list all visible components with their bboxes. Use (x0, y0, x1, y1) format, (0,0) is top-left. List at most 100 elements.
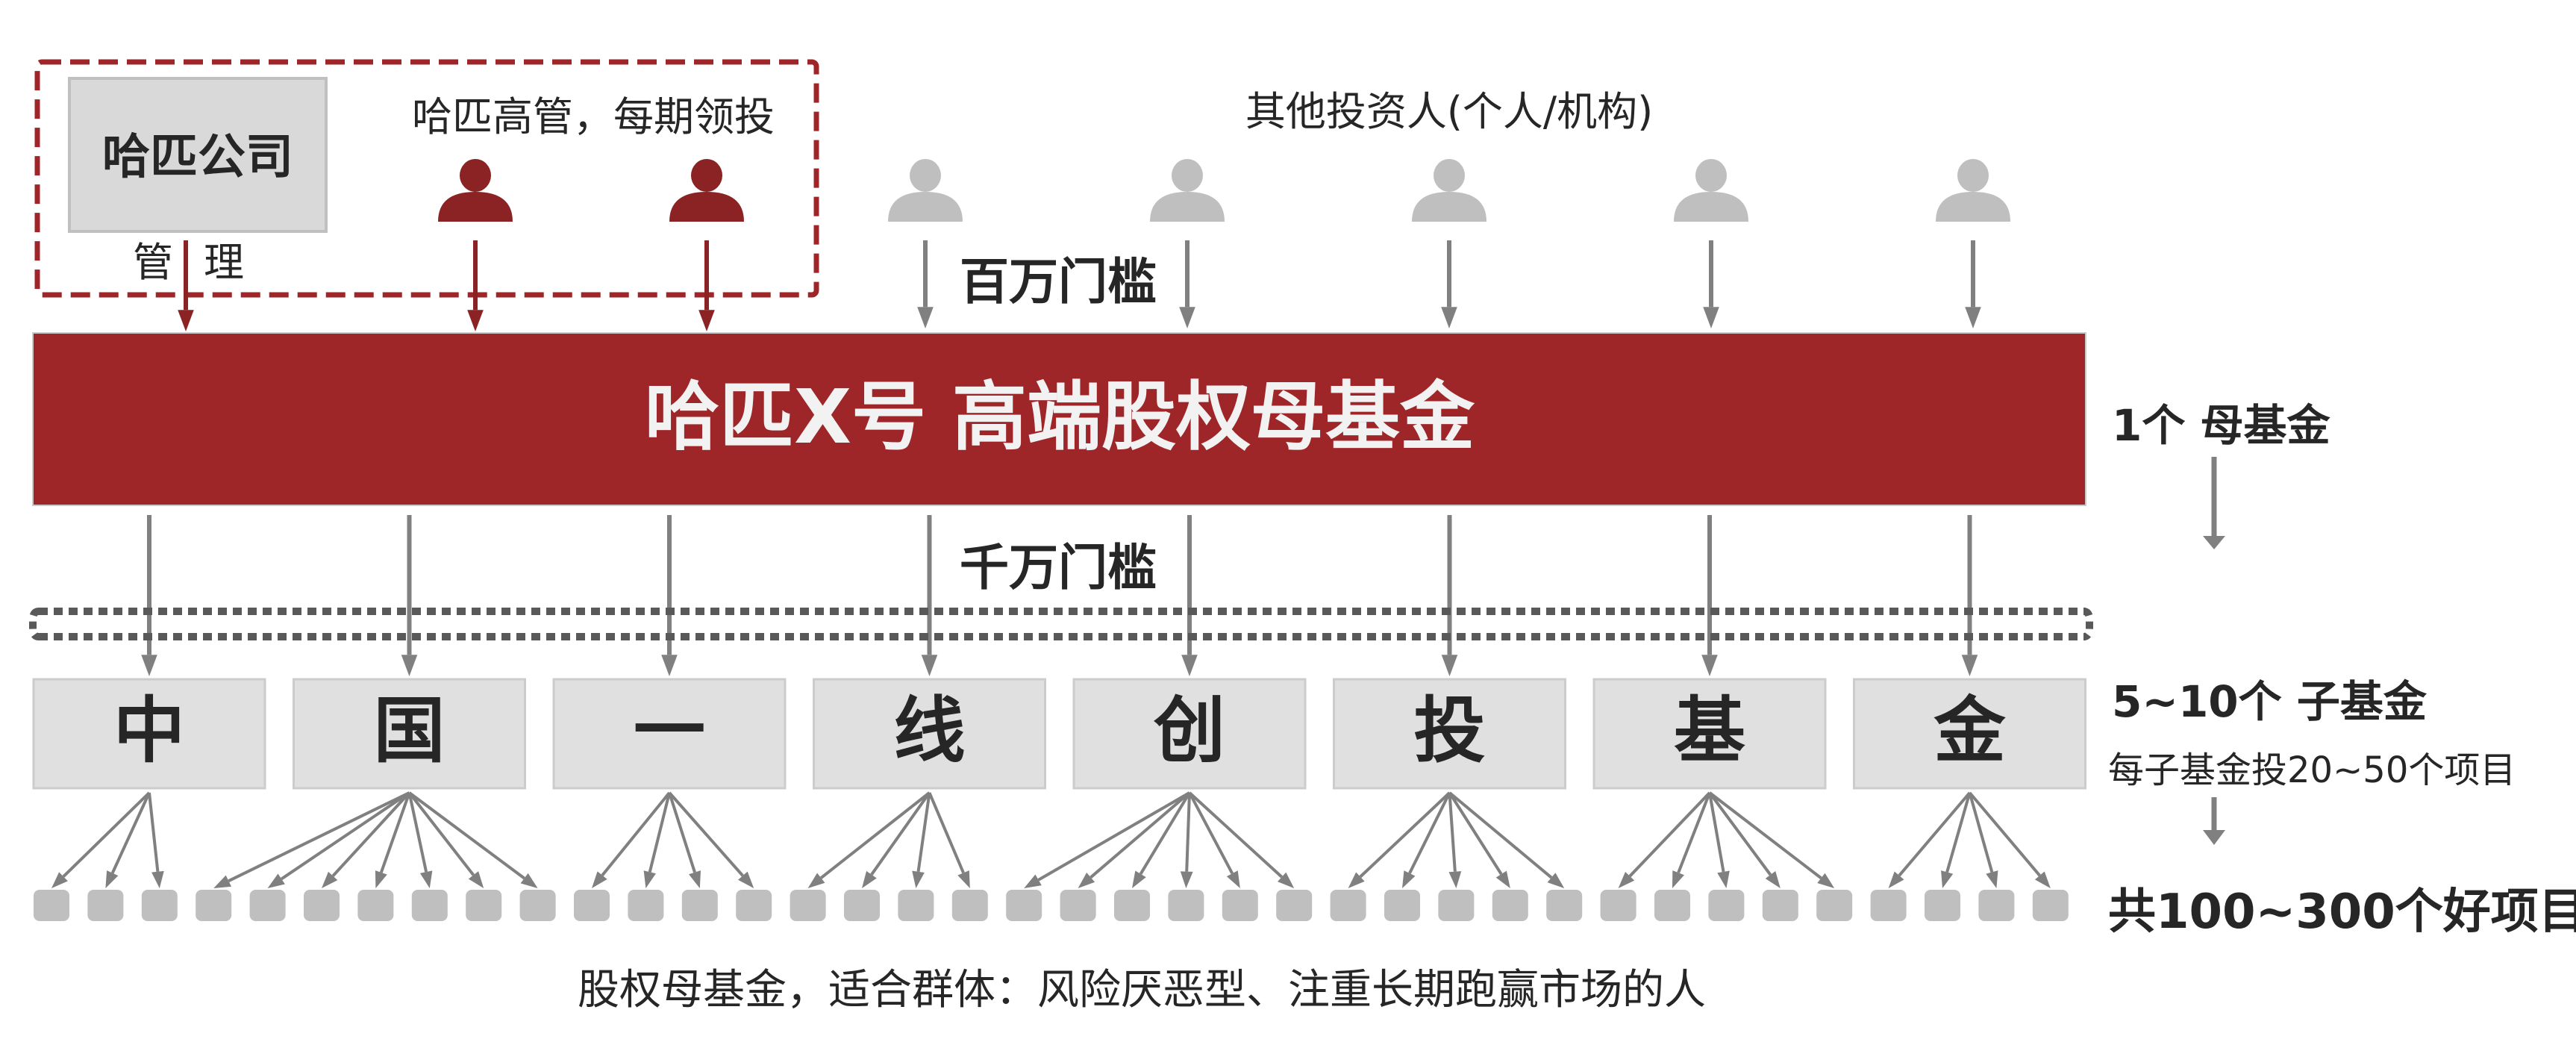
arrow-head (322, 871, 338, 888)
arrow-head (1703, 307, 1719, 328)
arrow-head (1348, 872, 1365, 888)
project-square (1654, 890, 1690, 921)
side-arrow-2-head (2203, 830, 2225, 845)
arrow-head (419, 870, 433, 888)
arrow-head (1441, 307, 1457, 328)
arrow-head (661, 655, 678, 676)
dotted-separator (29, 608, 2093, 640)
project-square (1438, 890, 1475, 921)
sub-fund-rect (1853, 678, 2086, 790)
arrow-head (1986, 870, 1998, 888)
project-square (519, 890, 556, 921)
arrow-head (2034, 871, 2051, 888)
project-square (790, 890, 826, 921)
sub-fund-label: 一 (634, 689, 705, 773)
project-arrow (1132, 791, 1191, 888)
project-square (1384, 890, 1420, 921)
arrow-head (1888, 871, 1904, 888)
project-square (196, 890, 232, 921)
sub-fund-box: 投 (1333, 678, 1566, 790)
person-body (1936, 192, 2010, 222)
project-arrow (1618, 791, 1711, 888)
sub-fund-rect (552, 678, 787, 790)
project-square (411, 890, 448, 921)
project-arrow (668, 791, 754, 888)
person-body (438, 192, 513, 222)
project-arrow (1448, 791, 1510, 888)
sub-fund-box: 国 (293, 678, 526, 790)
company-label: 哈匹公司 (102, 130, 293, 185)
allocation-arrow (401, 515, 418, 676)
sub-fund-rect (32, 678, 266, 790)
arrow-head (1132, 870, 1146, 888)
mother-fund-banner: 哈匹X号 高端股权母基金 (32, 332, 2086, 506)
projects (34, 890, 2069, 921)
project-square (844, 890, 880, 921)
project-arrow (668, 792, 701, 888)
investor-invest-arrow (1179, 240, 1195, 328)
inflow-arrows (178, 240, 1981, 331)
project-square (1870, 890, 1907, 921)
project-square (1330, 890, 1366, 921)
person-head (1172, 159, 1203, 192)
project-square (1600, 890, 1636, 921)
investor-invest-arrow (917, 240, 934, 328)
sub-fund-box: 一 (552, 678, 787, 790)
sub-fund-label: 投 (1414, 689, 1486, 773)
sub-fund-label: 中 (113, 689, 185, 773)
project-arrow (1180, 792, 1193, 888)
person-head (1434, 159, 1465, 192)
arrow-head (267, 873, 285, 888)
project-square (1762, 890, 1798, 921)
person-icon (669, 159, 744, 222)
allocation-arrow (1701, 515, 1718, 676)
arrow-head (1181, 655, 1198, 676)
person-body (669, 192, 744, 222)
project-arrow (1968, 792, 1998, 888)
project-square (574, 890, 610, 921)
project-square (141, 890, 178, 921)
arrow-head (1024, 874, 1042, 888)
person-icon (1674, 159, 1748, 222)
sub-fund-label: 创 (1153, 689, 1225, 773)
arrow-head (643, 870, 656, 888)
sub-fund-label: 国 (374, 689, 446, 773)
arrow-head (1765, 870, 1781, 888)
executive-invest-arrow (467, 240, 484, 331)
dotted-cap-left (29, 608, 40, 640)
sub-fund-box: 金 (1853, 678, 2086, 790)
arrow-head (917, 307, 934, 328)
person-body (1674, 192, 1748, 222)
executives-label: 哈匹高管，每期领投 (412, 93, 775, 140)
arrow-head (1547, 873, 1565, 888)
arrow-head (1961, 655, 1978, 676)
side-label-projects: 共100~300个好项目 (2108, 885, 2576, 940)
person-icon (888, 159, 963, 222)
executive-icons (438, 159, 744, 222)
project-square (1222, 890, 1258, 921)
project-arrow (1888, 791, 1972, 888)
allocation-arrow (141, 515, 157, 676)
arrow-head (1965, 307, 1981, 328)
arrow-head (738, 871, 754, 888)
project-arrow (1188, 791, 1295, 888)
arrow-head (1495, 870, 1510, 888)
allocation-arrow (1961, 515, 1978, 676)
project-square (628, 890, 664, 921)
project-arrow (1672, 792, 1711, 888)
project-square (1114, 890, 1150, 921)
project-arrow (1708, 792, 1730, 888)
arrow-head (375, 870, 387, 888)
sub-funds: 中国一线创投基金 (32, 678, 2086, 790)
project-square (898, 890, 934, 921)
person-icon (1412, 159, 1486, 222)
project-square (34, 890, 69, 921)
dotted-cap-right (2083, 608, 2093, 640)
arrow-head (467, 310, 484, 331)
arrow-head (1448, 871, 1462, 888)
project-arrow (375, 792, 411, 888)
arrow-head (1179, 307, 1195, 328)
project-square (1978, 890, 2015, 921)
person-head (1957, 159, 1989, 192)
